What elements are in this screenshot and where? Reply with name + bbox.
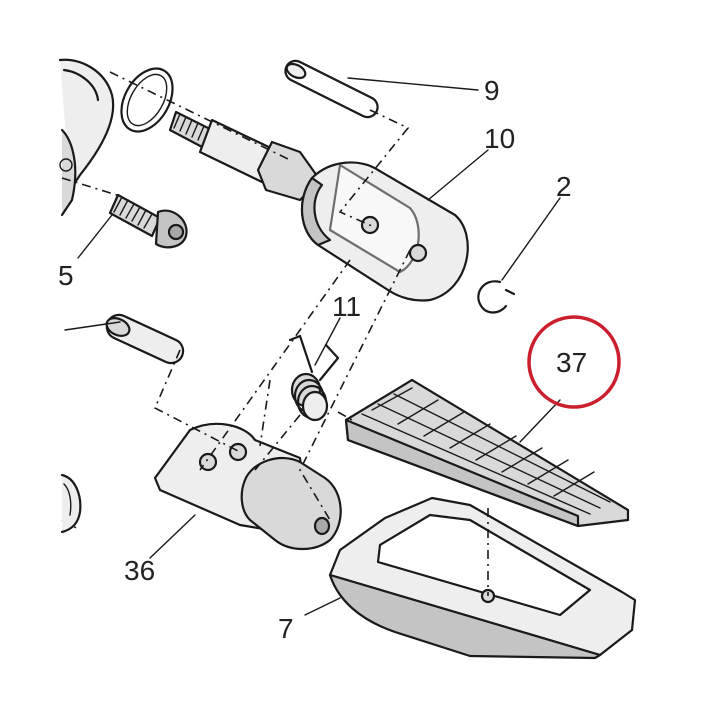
callout-37: 37 <box>556 347 587 378</box>
o-ring <box>120 67 174 133</box>
shaft <box>168 110 322 202</box>
pin-part-9 <box>284 59 379 119</box>
callout-5: 5 <box>58 260 74 291</box>
circlip-part-2 <box>477 280 516 314</box>
callout-10: 10 <box>484 123 515 154</box>
leader-lines <box>64 77 561 616</box>
callout-7: 7 <box>278 613 294 644</box>
small-pin <box>105 313 185 365</box>
pivot-body-part-10 <box>300 161 469 302</box>
callout-9: 9 <box>484 75 500 106</box>
callout-2: 2 <box>556 171 572 202</box>
screw-part-5 <box>108 193 188 249</box>
partial-part-left <box>60 473 82 534</box>
footrest-body-part-7 <box>328 496 637 660</box>
lower-pivot-part-36 <box>153 422 342 551</box>
callout-11: 11 <box>332 291 361 322</box>
frame-bracket <box>58 58 115 217</box>
callout-36: 36 <box>124 555 155 586</box>
grip-pad-part-37 <box>344 378 630 528</box>
spring-part-11 <box>288 334 340 422</box>
highlight-circle <box>527 315 621 409</box>
